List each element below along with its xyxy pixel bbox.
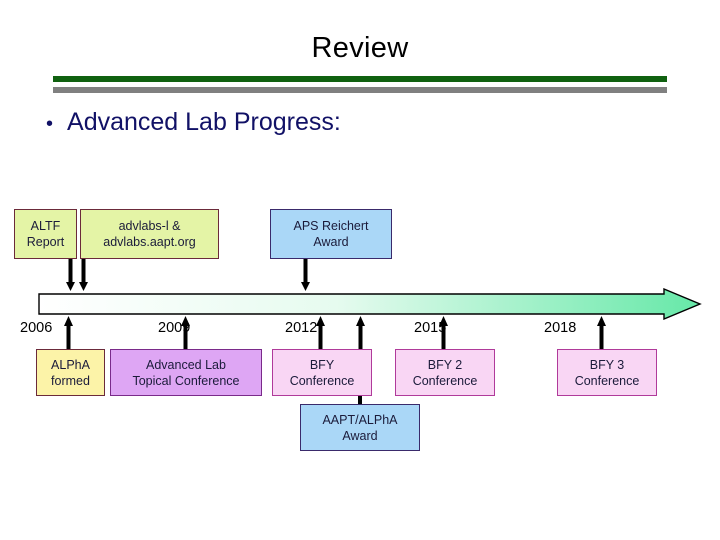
connector-arrow-up-alpha-formed [64, 316, 73, 351]
event-box-bfy2-conference[interactable]: BFY 2 Conference [395, 349, 495, 396]
page-title: Review [311, 32, 409, 64]
timeline-arrow [38, 288, 702, 320]
connector-arrow-up-aapt-alpha-award [356, 316, 365, 351]
event-box-bfy3-conference[interactable]: BFY 3 Conference [557, 349, 657, 396]
connector-arrow-up-advanced-lab-conference [181, 316, 190, 351]
connector-arrow-down-advlabs [79, 259, 88, 291]
connector-arrow-down-altf [66, 259, 75, 291]
timeline-year-2018: 2018 [544, 320, 577, 336]
bullet-marker-icon: • [46, 113, 54, 135]
timeline-year-2006: 2006 [20, 320, 53, 336]
timeline-year-2012: 2012 [285, 320, 318, 336]
event-box-altf-report[interactable]: ALTF Report [14, 209, 77, 259]
title-divider-gray [53, 87, 667, 93]
connector-arrow-down-aps-reichert [301, 259, 310, 291]
event-box-bfy-conference[interactable]: BFY Conference [272, 349, 372, 396]
event-box-advanced-lab-topical-conference[interactable]: Advanced Lab Topical Conference [110, 349, 262, 396]
connector-arrow-up-bfy2-conference [439, 316, 448, 351]
title-divider-green [53, 76, 667, 82]
event-box-advlabs-list[interactable]: advlabs-l & advlabs.aapt.org [80, 209, 219, 259]
event-box-aapt-alpha-award[interactable]: AAPT/ALPhA Award [300, 404, 420, 451]
event-box-alpha-formed[interactable]: ALPhA formed [36, 349, 105, 396]
timeline-year-2015: 2015 [414, 320, 447, 336]
bullet-item: • Advanced Lab Progress: [46, 108, 341, 137]
connector-arrow-up-bfy3-conference [597, 316, 606, 351]
bullet-item-label: Advanced Lab Progress: [67, 108, 341, 136]
connector-arrow-up-bfy-conference [316, 316, 325, 351]
event-box-aps-reichert-award[interactable]: APS Reichert Award [270, 209, 392, 259]
